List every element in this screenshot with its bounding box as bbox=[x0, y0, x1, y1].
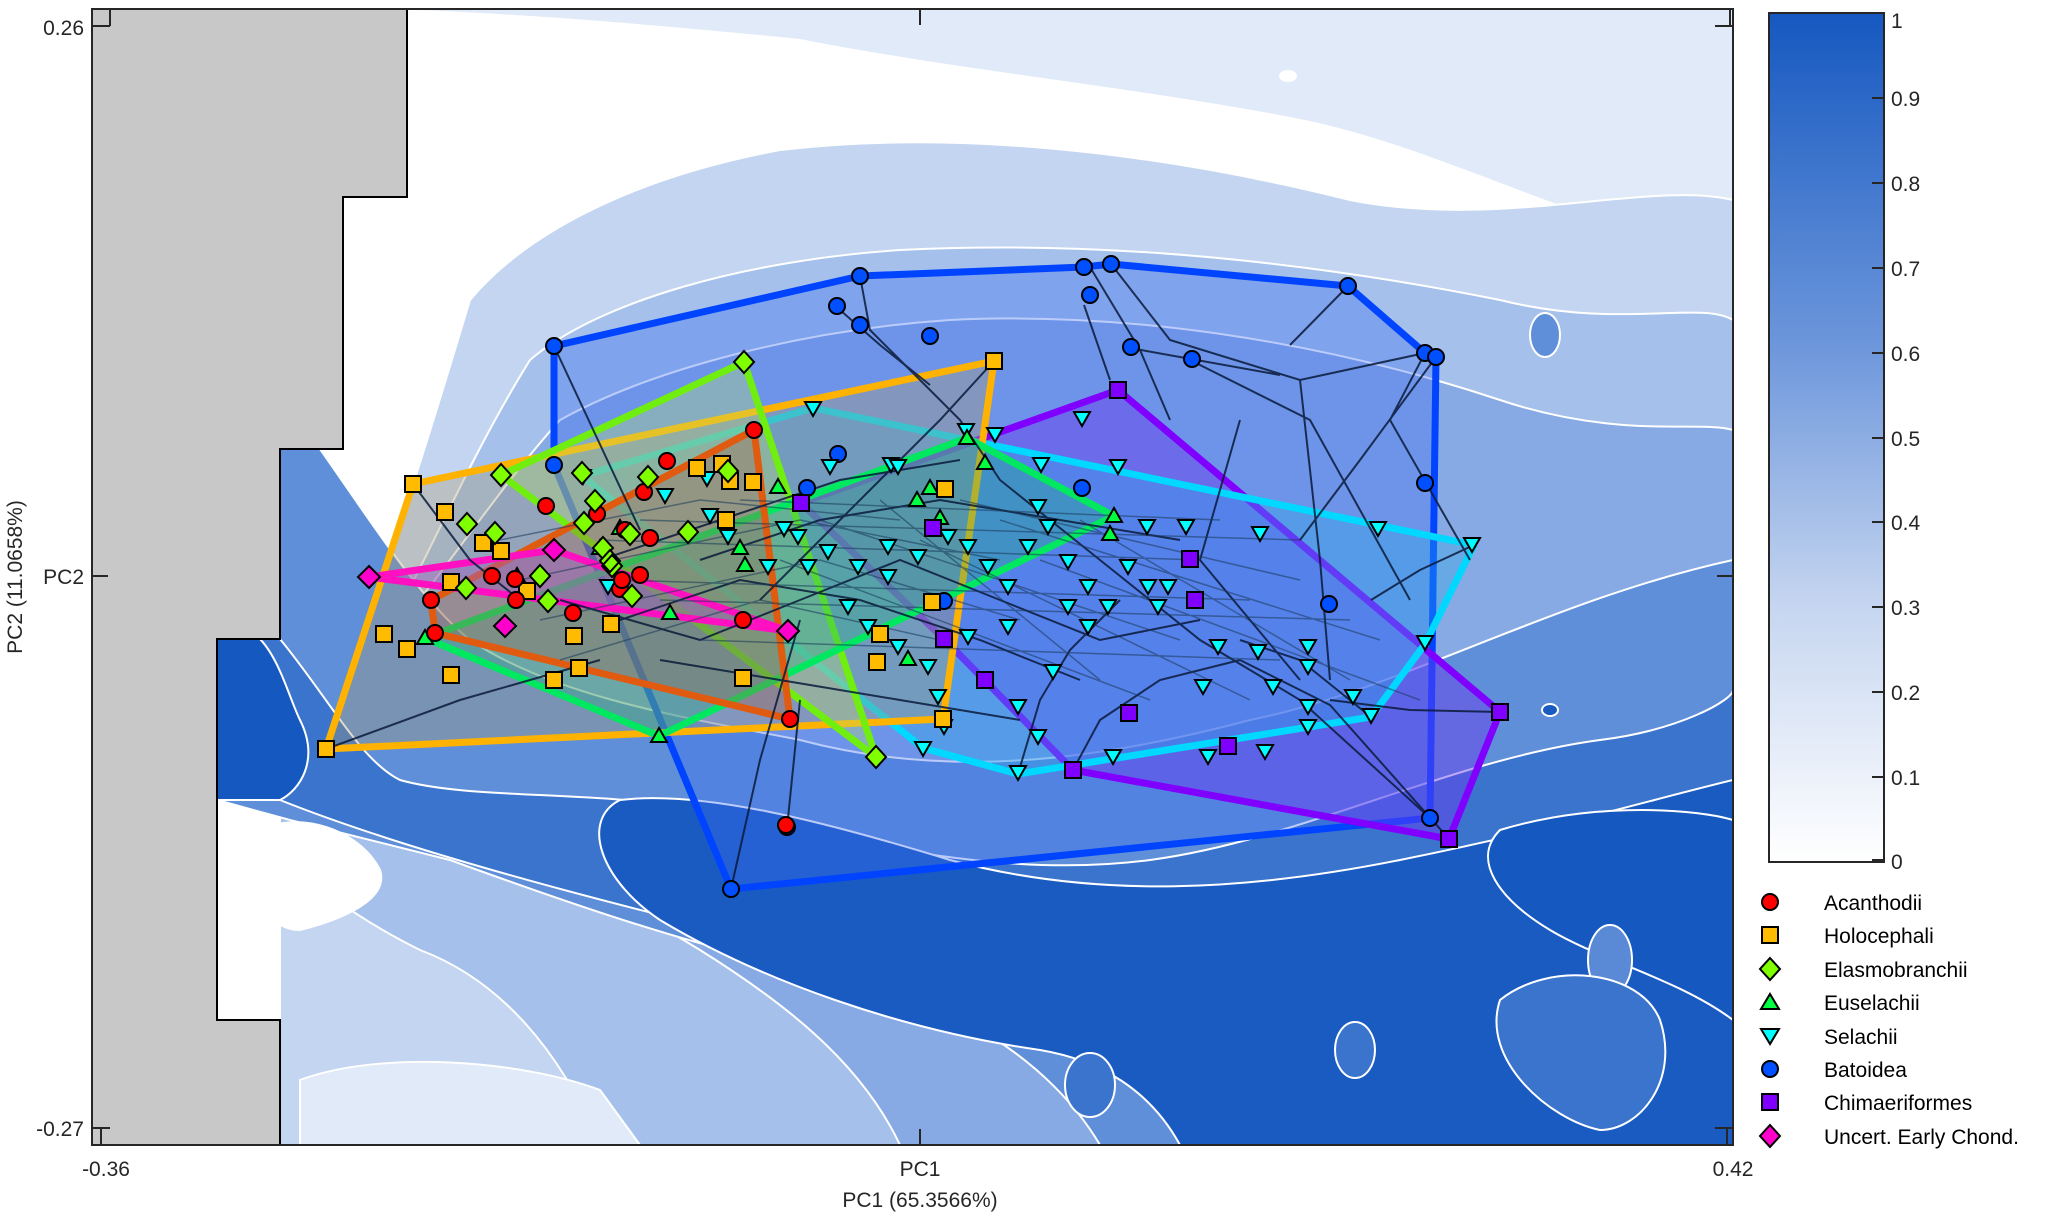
points-uncert-early-chond bbox=[356, 537, 801, 644]
y-axis-label: PC2 (11.0658%) bbox=[4, 500, 27, 654]
triangle-up-marker-icon bbox=[1759, 992, 1781, 1010]
circle-marker-icon bbox=[1761, 1060, 1779, 1078]
x-tick-right: 0.42 bbox=[1713, 1158, 1754, 1181]
legend-item-acanthodii[interactable]: Acanthodii bbox=[1761, 892, 1922, 915]
legend-label: Chimaeriformes bbox=[1824, 1092, 1972, 1115]
colorbar-tick-0.6: 0.6 bbox=[1891, 343, 1920, 366]
colorbar-tick-0.9: 0.9 bbox=[1891, 88, 1920, 111]
triangle-down-marker-icon bbox=[1759, 1028, 1781, 1046]
diamond-marker-icon bbox=[1758, 956, 1782, 982]
legend-item-uncert-early-chond[interactable]: Uncert. Early Chond. bbox=[1758, 1123, 2019, 1149]
colorbar-tick-0: 0 bbox=[1891, 851, 1903, 874]
legend-label: Uncert. Early Chond. bbox=[1824, 1126, 2019, 1149]
colorbar-tick-0.1: 0.1 bbox=[1891, 767, 1920, 790]
legend-label: Euselachii bbox=[1824, 992, 1920, 1015]
legend-item-elasmobranchii[interactable]: Elasmobranchii bbox=[1758, 956, 1968, 982]
colorbar: 1 0.9 0.8 0.7 0.6 0.5 0.4 0.3 0.2 0.1 0 bbox=[1768, 10, 1921, 874]
legend-label: Batoidea bbox=[1824, 1059, 1907, 1082]
plot-area bbox=[92, 9, 1733, 1145]
points-holocephali bbox=[317, 352, 1003, 758]
legend-item-batoidea[interactable]: Batoidea bbox=[1761, 1059, 1907, 1082]
legend-item-selachii[interactable]: Selachii bbox=[1759, 1026, 1898, 1049]
x-axis-label: PC1 (65.3566%) bbox=[842, 1189, 997, 1212]
y-tick-top: 0.26 bbox=[43, 17, 84, 40]
colorbar-tick-0.2: 0.2 bbox=[1891, 682, 1920, 705]
masked-region bbox=[92, 9, 408, 1145]
legend-item-chimaeriformes[interactable]: Chimaeriformes bbox=[1761, 1092, 1972, 1115]
x-tick-left: -0.36 bbox=[82, 1158, 130, 1181]
legend-label: Elasmobranchii bbox=[1824, 959, 1968, 982]
points-chimaeriformes bbox=[792, 381, 1509, 848]
y-tick-mid: PC2 bbox=[43, 566, 84, 589]
circle-marker-icon bbox=[1761, 893, 1779, 911]
diamond-marker-icon bbox=[1758, 1123, 1782, 1149]
legend-item-holocephali[interactable]: Holocephali bbox=[1761, 925, 1934, 948]
axis-ticks bbox=[92, 9, 1733, 1145]
colorbar-tick-1: 1 bbox=[1891, 10, 1903, 33]
legend: Acanthodii Holocephali Elasmobranchii Eu… bbox=[1758, 892, 2019, 1149]
legend-label: Holocephali bbox=[1824, 925, 1934, 948]
legend-label: Acanthodii bbox=[1824, 892, 1922, 915]
y-tick-bottom: -0.27 bbox=[36, 1118, 84, 1141]
colorbar-tick-0.8: 0.8 bbox=[1891, 173, 1920, 196]
x-tick-mid: PC1 bbox=[900, 1158, 941, 1181]
points-elasmobranchii bbox=[454, 349, 888, 770]
hull-uncert-early-chond bbox=[365, 546, 792, 635]
points-selachii bbox=[573, 401, 1482, 783]
colorbar-tick-0.3: 0.3 bbox=[1891, 597, 1920, 620]
colorbar-tick-0.4: 0.4 bbox=[1891, 512, 1921, 535]
colorbar-tick-0.5: 0.5 bbox=[1891, 428, 1920, 451]
legend-label: Selachii bbox=[1824, 1026, 1898, 1049]
legend-item-euselachii[interactable]: Euselachii bbox=[1759, 992, 1920, 1015]
colorbar-tick-0.7: 0.7 bbox=[1891, 258, 1920, 281]
square-marker-icon bbox=[1761, 1093, 1779, 1111]
square-marker-icon bbox=[1761, 926, 1779, 944]
